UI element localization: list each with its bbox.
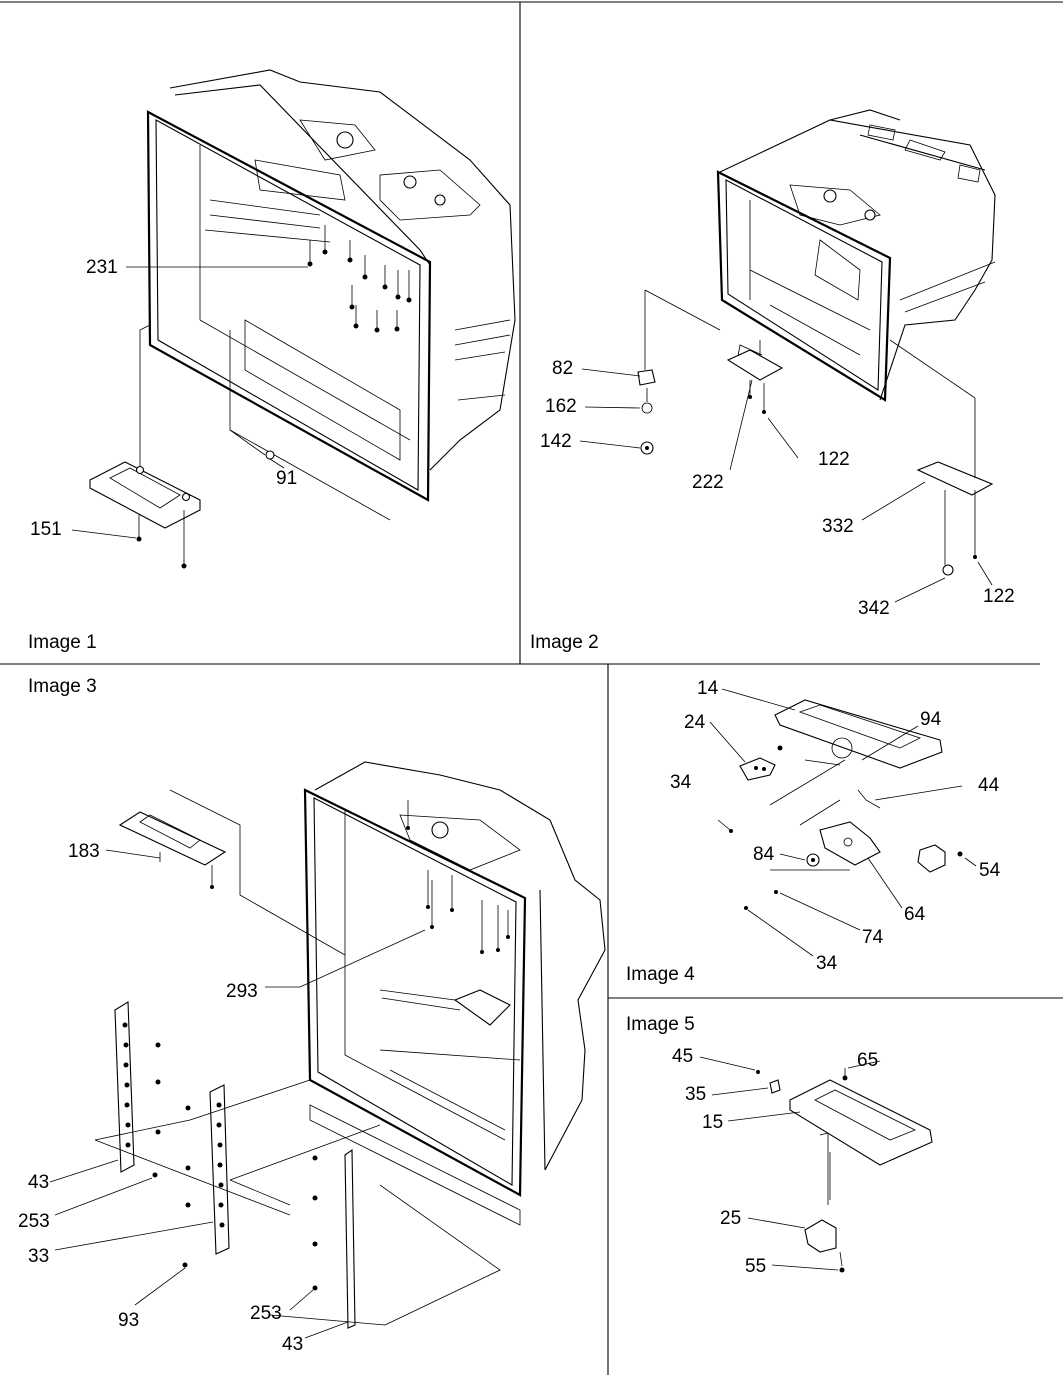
panel-title: Image 3	[28, 676, 97, 697]
image2-callouts: 82 162 142 222 122 332 342 122	[540, 358, 1015, 619]
callout-label: 94	[920, 709, 942, 730]
callout-label: 34	[816, 953, 838, 974]
callout-label: 84	[753, 844, 775, 865]
callout-label: 43	[282, 1334, 303, 1355]
callout-label: 24	[684, 712, 706, 733]
callout-label: 162	[545, 396, 577, 417]
panel-title: Image 5	[626, 1014, 695, 1035]
callout-label: 151	[30, 519, 62, 540]
callout-label: 183	[68, 841, 100, 862]
callout-label: 231	[86, 257, 118, 278]
panel-title: Image 2	[530, 632, 599, 653]
callout-label: 43	[28, 1172, 49, 1193]
callout-label: 82	[552, 358, 573, 379]
image5-drawing	[699, 1056, 933, 1273]
callout-label: 122	[818, 449, 850, 470]
callout-label: 222	[692, 472, 724, 493]
callout-label: 332	[822, 516, 854, 537]
rail-holes-33	[216, 1102, 225, 1228]
callout-label: 93	[118, 1310, 139, 1331]
callout-label: 342	[858, 598, 890, 619]
image5-callouts: 45 65 35 15 25 55	[672, 1046, 878, 1277]
callout-label: 65	[857, 1050, 878, 1071]
callout-label: 14	[697, 678, 719, 699]
callout-label: 253	[18, 1211, 50, 1232]
image3-screws	[406, 800, 510, 954]
image1-cabinet-drawing	[71, 69, 516, 569]
callout-label: 122	[983, 586, 1015, 607]
image4-drawing	[709, 688, 977, 957]
callout-label: 74	[862, 927, 884, 948]
image1-callouts: 231 91 151	[30, 257, 297, 540]
callout-label: 15	[702, 1112, 723, 1133]
image3-cabinet-drawing	[49, 761, 606, 1339]
callout-label: 44	[978, 775, 1000, 796]
panel-title: Image 1	[28, 632, 97, 653]
callout-label: 54	[979, 860, 1001, 881]
image4-callouts: 14 24 94 34 44 84 54 64 74 34	[670, 678, 1001, 974]
screw-row	[307, 225, 412, 333]
callout-label: 45	[672, 1046, 693, 1067]
callout-label: 25	[720, 1208, 741, 1229]
callout-label: 55	[745, 1256, 766, 1277]
callout-label: 33	[28, 1246, 49, 1267]
callout-label: 34	[670, 772, 692, 793]
callout-label: 91	[276, 468, 297, 489]
callout-label: 142	[540, 431, 572, 452]
callout-label: 293	[226, 981, 258, 1002]
panel-title: Image 4	[626, 964, 695, 985]
callout-label: 253	[250, 1303, 282, 1324]
image2-cabinet-drawing	[579, 109, 996, 603]
rail-holes	[122, 1022, 131, 1148]
callout-label: 64	[904, 904, 926, 925]
callout-label: 35	[685, 1084, 706, 1105]
image3-callouts: 183 293 43 253 33 93 253 43	[18, 841, 303, 1355]
